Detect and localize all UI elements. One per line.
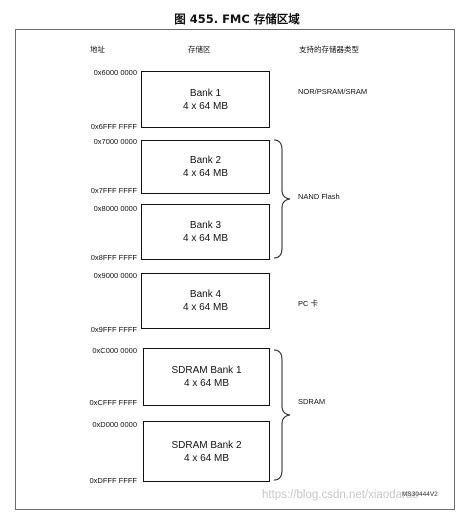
- bank4-name: Bank 4: [189, 289, 222, 300]
- sdram-bank1-end-address: 0xCFFF FFFF: [89, 398, 138, 407]
- bank2-name: Bank 2: [189, 155, 222, 166]
- bank2-box: Bank 2 4 x 64 MB: [141, 140, 270, 194]
- sdram-bank2-size: 4 x 64 MB: [183, 452, 230, 464]
- sdram-bank1-size: 4 x 64 MB: [183, 378, 230, 389]
- bank1-name: Bank 1: [189, 87, 222, 99]
- nand-brace: [273, 139, 291, 259]
- header-address: 地址: [90, 45, 105, 54]
- figure-id: MS30444V2: [402, 491, 438, 498]
- type-nand-flash: NAND Flash: [298, 192, 340, 201]
- bank3-start-address: 0x8000 0000: [93, 204, 137, 213]
- header-region: 存储区: [188, 45, 211, 54]
- bank4-start-address: 0x9000 0000: [93, 271, 137, 280]
- type-sdram: SDRAM: [298, 397, 326, 406]
- figure-title: 图 455. FMC 存储区域: [174, 12, 300, 26]
- bank1-size: 4 x 64 MB: [182, 100, 229, 112]
- sdram-bank1-name: SDRAM Bank 1: [171, 365, 242, 376]
- sdram-bank2-name: SDRAM Bank 2: [171, 439, 242, 451]
- sdram-bank1-start-address: 0xC000 0000: [92, 346, 137, 355]
- bank1-start-address: 0x6000 0000: [93, 68, 137, 77]
- bank1-end-address: 0x6FFF FFFF: [90, 122, 137, 131]
- sdram-bank1-box: SDRAM Bank 1 4 x 64 MB: [143, 348, 270, 406]
- sdram-brace: [273, 349, 291, 481]
- bank3-end-address: 0x8FFF FFFF: [90, 253, 137, 262]
- bank2-start-address: 0x7000 0000: [93, 137, 137, 146]
- type-nor-psram-sram: NOR/PSRAM/SRAM: [298, 87, 368, 96]
- bank4-end-address: 0x9FFF FFFF: [90, 325, 137, 334]
- bank2-size: 4 x 64 MB: [182, 168, 229, 179]
- sdram-bank2-start-address: 0xD000 0000: [92, 420, 137, 429]
- bank4-size: 4 x 64 MB: [182, 302, 229, 313]
- sdram-bank2-end-address: 0xDFFF FFFF: [89, 476, 138, 485]
- header-types: 支持的存储器类型: [299, 45, 359, 54]
- watermark: https://blog.csdn.net/xiaodarao: [262, 489, 419, 501]
- bank3-name: Bank 3: [189, 220, 222, 231]
- sdram-bank2-box: SDRAM Bank 2 4 x 64 MB: [143, 421, 270, 482]
- diagram-frame: [15, 29, 455, 510]
- bank3-size: 4 x 64 MB: [182, 233, 229, 244]
- bank1-box: Bank 1 4 x 64 MB: [141, 71, 270, 128]
- bank2-end-address: 0x7FFF FFFF: [90, 186, 137, 195]
- bank4-box: Bank 4 4 x 64 MB: [141, 273, 270, 329]
- type-pc-card: PC 卡: [298, 299, 319, 308]
- bank3-box: Bank 3 4 x 64 MB: [141, 204, 270, 260]
